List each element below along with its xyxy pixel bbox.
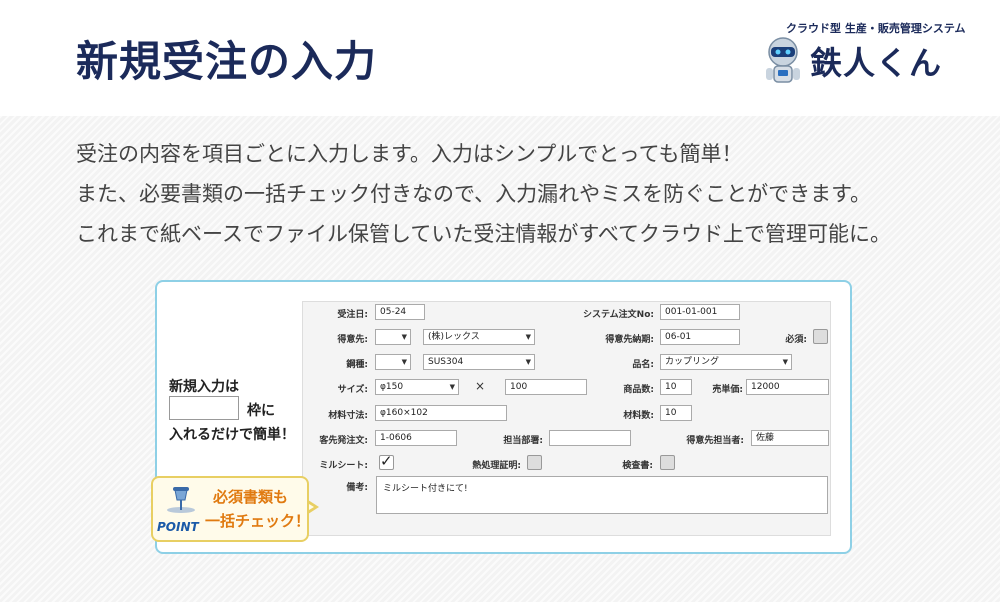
memo-label: 備考: (346, 483, 368, 493)
point-label: POINT (157, 520, 199, 534)
side-text-2: 枠に (247, 403, 275, 419)
logo: クラウド型 生産・販売管理システム 鉄人くん (762, 18, 978, 88)
steel-type-select[interactable]: SUS304▼ (423, 354, 535, 370)
heat-cert-label: 熱処理証明: (472, 461, 521, 471)
chevron-down-icon: ▼ (782, 358, 788, 366)
mill-sheet-label: ミルシート: (319, 461, 368, 471)
mill-sheet-checkbox[interactable]: ✓ (379, 452, 394, 470)
inspection-checkbox[interactable] (660, 455, 675, 470)
order-form: 受注日: 05-24 システム注文No: 001-01-001 得意先: ▼ (… (302, 301, 831, 536)
system-order-no-input[interactable]: 001-01-001 (660, 304, 740, 320)
size-select[interactable]: φ150▼ (375, 379, 459, 395)
inspection-label: 検査書: (622, 461, 653, 471)
required-label: 必須: (785, 335, 807, 345)
header: 新規受注の入力 クラウド型 生産・販売管理システム 鉄人くん (0, 0, 1000, 116)
checkmark-icon: ✓ (380, 452, 393, 470)
callout-line-2: 一括チェック！ (205, 512, 311, 530)
chevron-down-icon: ▼ (449, 383, 455, 391)
department-label: 担当部署: (503, 436, 543, 446)
chevron-down-icon: ▼ (401, 358, 407, 366)
times-sign: × (475, 379, 486, 393)
product-name-label: 品名: (632, 360, 654, 370)
intro-line-2: また、必要書類の一括チェック付きなので、入力漏れやミスを防ぐことができます。 (76, 182, 872, 206)
product-name-select[interactable]: カップリング▼ (660, 354, 792, 370)
steel-type-code-select[interactable]: ▼ (375, 354, 411, 370)
department-input[interactable] (549, 430, 631, 446)
side-example-box (169, 396, 239, 420)
order-date-input[interactable]: 05-24 (375, 304, 425, 320)
robot-mascot-icon (766, 37, 800, 83)
screenshot-panel: 新規入力は 枠に 入れるだけで簡単！ 受注日: 05-24 システム注文No: … (151, 280, 852, 554)
customer-order-label: 客先発注文: (319, 436, 368, 446)
size-length-input[interactable]: 100 (505, 379, 587, 395)
point-callout: POINT 必須書類も 一括チェック！ (151, 476, 311, 542)
material-qty-input[interactable]: 10 (660, 405, 692, 421)
pin-icon (167, 487, 195, 513)
size-label: サイズ: (337, 385, 368, 395)
content-area: 受注の内容を項目ごとに入力します。入力はシンプルでとっても簡単！ また、必要書類… (0, 116, 1000, 602)
chevron-down-icon: ▼ (525, 358, 531, 366)
callout-line-1: 必須書類も (213, 488, 289, 506)
page-title: 新規受注の入力 (76, 37, 378, 86)
material-size-label: 材料寸法: (328, 411, 368, 421)
customer-contact-input[interactable]: 佐藤 (751, 430, 829, 446)
material-size-input[interactable]: φ160×102 (375, 405, 507, 421)
steel-type-label: 鋼種: (346, 360, 368, 370)
chevron-down-icon: ▼ (525, 333, 531, 341)
customer-due-input[interactable]: 06-01 (660, 329, 740, 345)
logo-name: 鉄人くん (810, 44, 943, 82)
order-date-label: 受注日: (337, 310, 368, 320)
side-text-3: 入れるだけで簡単！ (169, 427, 295, 443)
customer-order-input[interactable]: 1-0606 (375, 430, 457, 446)
qty-label: 商品数: (623, 385, 654, 395)
customer-contact-label: 得意先担当者: (686, 436, 744, 446)
qty-input[interactable]: 10 (660, 379, 692, 395)
intro-line-3: これまで紙ベースでファイル保管していた受注情報がすべてクラウド上で管理可能に。 (76, 222, 892, 246)
customer-name-select[interactable]: (株)レックス▼ (423, 329, 535, 345)
material-qty-label: 材料数: (623, 411, 654, 421)
customer-code-select[interactable]: ▼ (375, 329, 411, 345)
memo-textarea[interactable]: ミルシート付きにて! (376, 476, 828, 514)
customer-due-label: 得意先納期: (605, 335, 654, 345)
intro-line-1: 受注の内容を項目ごとに入力します。入力はシンプルでとっても簡単！ (76, 142, 743, 166)
unit-price-label: 売単価: (712, 385, 743, 395)
logo-subtitle: クラウド型 生産・販売管理システム (786, 22, 966, 35)
system-order-no-label: システム注文No: (582, 310, 654, 320)
heat-cert-checkbox[interactable] (527, 455, 542, 470)
chevron-down-icon: ▼ (401, 333, 407, 341)
callout-tail-inner (304, 501, 314, 513)
unit-price-input[interactable]: 12000 (746, 379, 829, 395)
customer-label: 得意先: (337, 335, 368, 345)
required-checkbox[interactable] (813, 329, 828, 344)
side-text-1: 新規入力は (169, 379, 239, 395)
